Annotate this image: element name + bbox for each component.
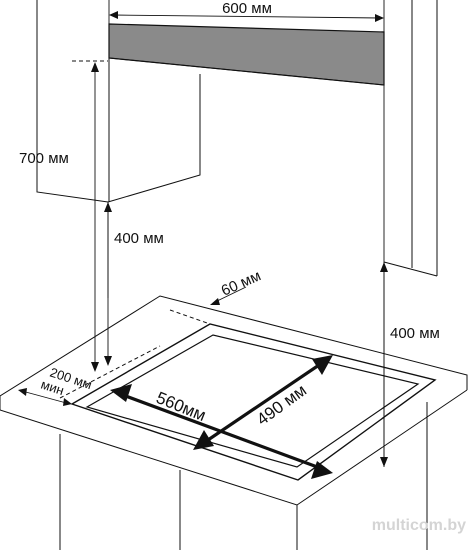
hob [70,323,437,481]
hood-clearance-dimension [104,202,112,366]
side-clearance-dimension [380,85,388,467]
cabinet-height-dimension [72,60,108,372]
cooker-hood [108,23,385,202]
wall-gap-dimension [169,286,247,325]
hood-width-label: 600 мм [222,0,272,17]
watermark: multicom.by [372,517,466,534]
side-clearance-label: 400 мм [390,325,440,342]
hood-width-dimension [108,0,385,32]
cutout-depth-min-dimension [18,345,161,406]
cabinet-height-label: 700 мм [19,150,69,167]
cutout-depth-min-suffix: мин [39,377,66,398]
wall-clearance-label: 60 мм [219,267,264,299]
cutout-depth-arrow [193,355,333,450]
hood-clearance-label: 400 мм [114,230,164,247]
